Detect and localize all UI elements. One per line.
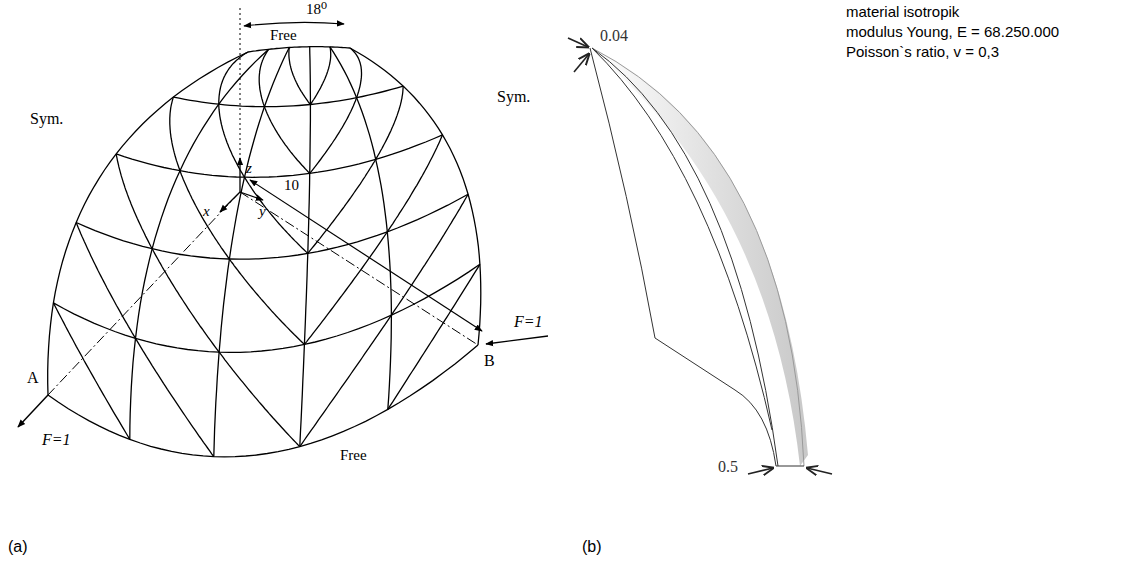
- mesh-diagonal: [350, 48, 362, 98]
- mesh-parallel: [116, 135, 442, 177]
- mesh-diagonal: [136, 338, 214, 456]
- dimension-label: 0.5: [718, 458, 738, 476]
- boundary-label: Sym.: [30, 110, 63, 128]
- mesh-diagonal: [53, 303, 129, 440]
- mesh-diagonal: [116, 154, 152, 249]
- boundary-label: Free: [270, 27, 297, 44]
- reference-line: [240, 8, 241, 160]
- point-label: A: [27, 369, 39, 387]
- mesh-meridian: [130, 49, 269, 439]
- centre-line: [48, 192, 240, 395]
- centre-line: [240, 192, 478, 345]
- mesh-parallel: [48, 345, 478, 457]
- load-label: F=1: [42, 431, 71, 449]
- shell-edge: [592, 48, 778, 466]
- panel-label: (a): [8, 538, 28, 556]
- mesh-diagonal: [180, 171, 229, 259]
- z-axis: [239, 158, 240, 192]
- load-arrow: [486, 336, 548, 344]
- mesh-diagonal: [304, 232, 387, 345]
- shell-edge: [592, 48, 804, 466]
- boundary-label: Free: [340, 447, 367, 464]
- axis-label: x: [203, 203, 210, 220]
- mesh-diagonal: [300, 315, 392, 446]
- shell-edge: [590, 48, 776, 466]
- shell-surface: [592, 48, 808, 466]
- thickness-arrow: [568, 38, 588, 47]
- mesh-diagonal: [219, 52, 248, 104]
- load-label: F=1: [514, 313, 543, 331]
- angle-arc: [244, 22, 344, 26]
- point-label: B: [484, 352, 495, 370]
- material-note: modulus Young, E = 68.250.000: [846, 24, 1059, 41]
- mesh-diagonal: [289, 48, 311, 105]
- load-arrow: [18, 395, 48, 427]
- mesh-diagonal: [387, 135, 442, 232]
- mesh-diagonal: [388, 264, 480, 409]
- dome-mesh: [48, 47, 481, 457]
- shell-edge: [592, 48, 772, 430]
- axis-label: y: [259, 203, 266, 220]
- material-note: Poisson`s ratio, v = 0,3: [846, 44, 999, 61]
- mesh-diagonal: [310, 47, 330, 105]
- mesh-diagonal: [152, 249, 219, 353]
- axis-label: z: [246, 160, 252, 177]
- dimension-label: 10: [284, 177, 299, 194]
- mesh-diagonal: [259, 49, 269, 106]
- material-note: material isotropik: [846, 4, 959, 21]
- boundary-label: Sym.: [497, 88, 530, 106]
- mesh-diagonal: [229, 259, 304, 344]
- mesh-parallel: [248, 47, 350, 52]
- thickness-arrow: [574, 54, 589, 72]
- radius-dimension: [250, 180, 482, 331]
- thickness-arrow: [748, 468, 773, 474]
- angle-label: 18⁰: [306, 1, 327, 18]
- shell-edge: [776, 466, 804, 467]
- mesh-meridian: [350, 48, 481, 345]
- mesh-diagonal: [376, 86, 403, 159]
- mesh-diagonal: [219, 352, 300, 446]
- mesh-diagonal: [264, 107, 309, 174]
- thickness-arrow: [807, 468, 832, 474]
- mesh-parallel: [76, 194, 468, 259]
- mesh-parallel: [173, 86, 403, 107]
- mesh-diagonal: [310, 98, 357, 174]
- mesh-diagonal: [170, 97, 180, 171]
- mesh-diagonal: [76, 223, 135, 339]
- panel-label: (b): [582, 538, 602, 556]
- dimension-label: 0.04: [600, 27, 628, 45]
